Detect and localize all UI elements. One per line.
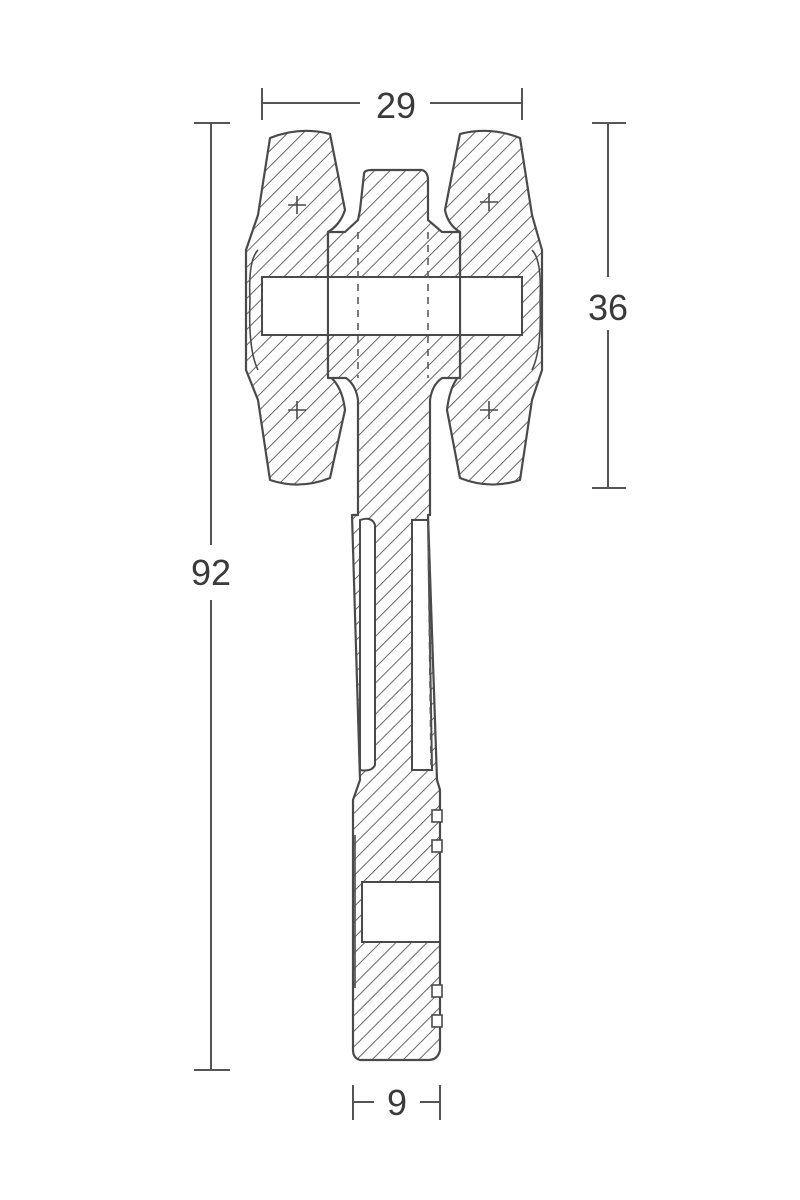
- dimension-label-29: 29: [376, 85, 416, 126]
- hub-and-stem-section: [326, 168, 462, 1062]
- dimension-label-92: 92: [191, 552, 231, 593]
- groove-notches: [431, 809, 443, 1028]
- dimension-92: 92: [191, 122, 231, 1071]
- dimension-36: 36: [588, 122, 628, 489]
- dimension-label-9: 9: [387, 1082, 407, 1123]
- center-mark-icon: [288, 196, 306, 419]
- dimension-29: 29: [261, 85, 523, 126]
- dimension-label-36: 36: [588, 287, 628, 328]
- center-mark-icon: [480, 193, 498, 419]
- dimension-9: 9: [352, 1082, 441, 1123]
- right-wheel-section: [443, 129, 544, 486]
